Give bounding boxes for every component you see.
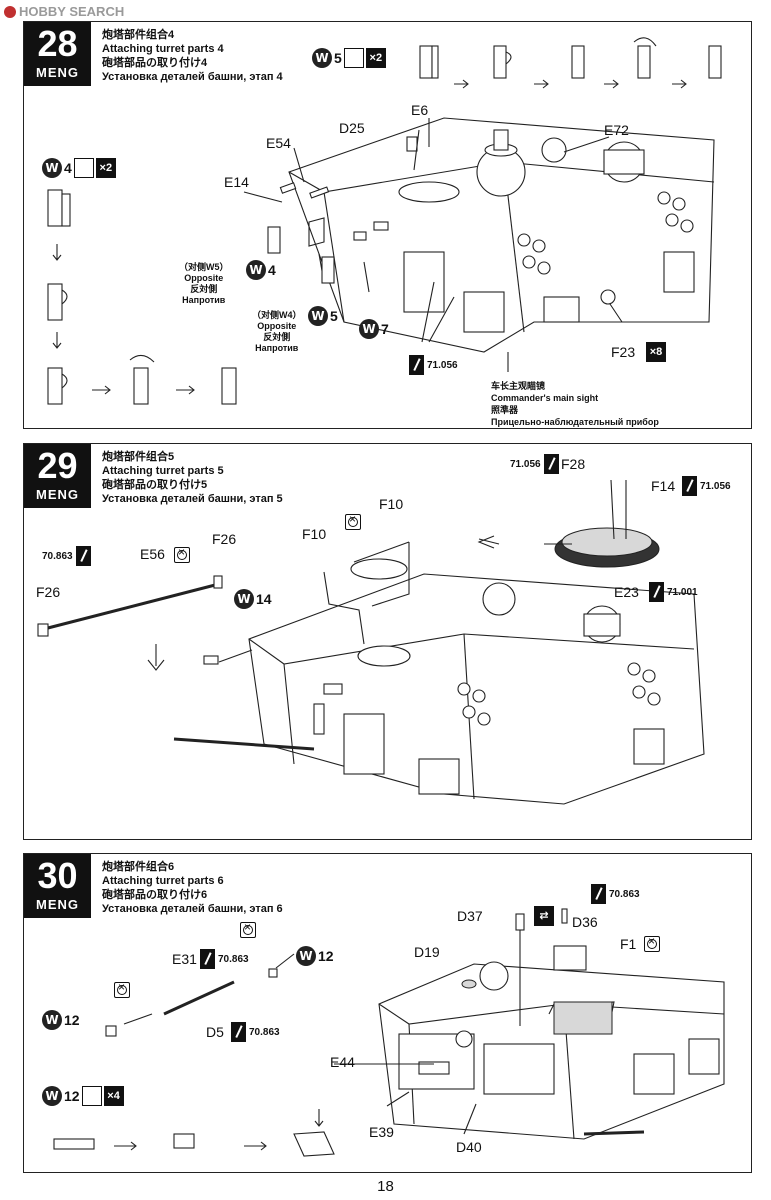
bend-sequence-left	[47, 189, 237, 405]
step-30-badge: 30 MENG	[24, 854, 91, 918]
hatch-e23	[544, 479, 660, 568]
bend-part-icon	[73, 158, 94, 178]
rod-e56	[37, 575, 223, 671]
paint-brush-icon	[682, 476, 697, 496]
step-29-panel: 29 MENG 炮塔部件组合5 Attaching turret parts 5…	[23, 443, 752, 840]
label-d25: D25	[339, 120, 365, 136]
hatch-f10	[323, 535, 500, 645]
paint-brush-icon	[543, 454, 559, 474]
label-f23: F23	[611, 344, 636, 360]
swap-icon: ⇄	[534, 906, 554, 926]
label-f10-left: F10	[302, 526, 327, 542]
label-f26-left: F26	[36, 584, 61, 600]
cut-icon	[345, 512, 361, 530]
label-e14: E14	[224, 174, 249, 190]
label-e72: E72	[604, 122, 629, 138]
rod-w14	[173, 649, 315, 751]
label-e56: E56	[140, 546, 165, 562]
label-d36: D36	[572, 914, 598, 930]
step-28-titles: 炮塔部件组合4 Attaching turret parts 4 砲塔部品の取り…	[102, 29, 283, 83]
paint-brush-icon	[231, 1022, 246, 1042]
watermark-logo-icon	[4, 5, 16, 18]
label-d19: D19	[414, 944, 440, 960]
step-30-titles: 炮塔部件组合6 Attaching turret parts 6 砲塔部品の取り…	[102, 861, 283, 915]
bend-part-icon	[343, 48, 364, 68]
label-f10-right: F10	[379, 496, 404, 512]
paint-e31: 70.863	[200, 949, 249, 969]
parts-30	[53, 908, 568, 1157]
qty-f23: ×8	[646, 342, 666, 362]
step-29-badge: 29 MENG	[24, 444, 91, 508]
label-e44: E44	[330, 1054, 355, 1070]
step-28-badge: 28 MENG	[24, 22, 91, 86]
paint-brush-icon	[200, 949, 215, 969]
label-f14: F14	[651, 478, 676, 494]
label-e23: E23	[614, 584, 639, 600]
label-d5: D5	[206, 1024, 224, 1040]
step-29-drawing	[37, 479, 705, 805]
label-f28: F28	[561, 456, 586, 472]
step-30-panel: 30 MENG 炮塔部件组合6 Attaching turret parts 6…	[23, 853, 752, 1173]
step-28-drawing	[47, 37, 722, 405]
paint-d5: 70.863	[231, 1022, 280, 1042]
cut-icon	[240, 920, 256, 938]
turret-body-30	[378, 945, 725, 1140]
paint-brush-icon	[75, 546, 91, 566]
loose-parts-28	[267, 182, 616, 305]
label-d40: D40	[456, 1139, 482, 1155]
step-28-panel: 28 MENG 炮塔部件组合4 Attaching turret parts 4…	[23, 21, 752, 429]
paint-brush-icon	[649, 582, 664, 602]
bend-sequence-top	[419, 37, 722, 89]
paint-brush-icon	[591, 884, 606, 904]
cut-icon	[644, 934, 660, 952]
label-e31: E31	[172, 951, 197, 967]
paint-d36: 70.863	[591, 884, 640, 904]
paint-f28: 71.056	[510, 454, 559, 474]
label-f26-right: F26	[212, 531, 237, 547]
label-f1: F1	[620, 936, 637, 952]
cut-icon	[174, 545, 190, 563]
label-e6: E6	[411, 102, 429, 118]
watermark: HOBBY SEARCH	[4, 4, 124, 19]
bend-part-icon	[81, 1086, 102, 1106]
turret-body-28	[288, 117, 715, 353]
page-number: 18	[377, 1178, 394, 1195]
turret-body-29	[248, 573, 705, 805]
step-29-titles: 炮塔部件组合5 Attaching turret parts 5 砲塔部品の取り…	[102, 451, 283, 505]
paint-71056: 71.056	[409, 355, 458, 375]
paint-f14: 71.056	[682, 476, 731, 496]
paint-e56: 70.863	[42, 546, 91, 566]
label-d37: D37	[457, 908, 483, 924]
label-e54: E54	[266, 135, 291, 151]
step-30-drawing	[53, 908, 725, 1157]
paint-brush-icon	[409, 355, 424, 375]
label-e39: E39	[369, 1124, 394, 1140]
leaders-28	[243, 118, 623, 372]
cut-icon	[114, 980, 130, 998]
paint-e23: 71.001	[649, 582, 698, 602]
